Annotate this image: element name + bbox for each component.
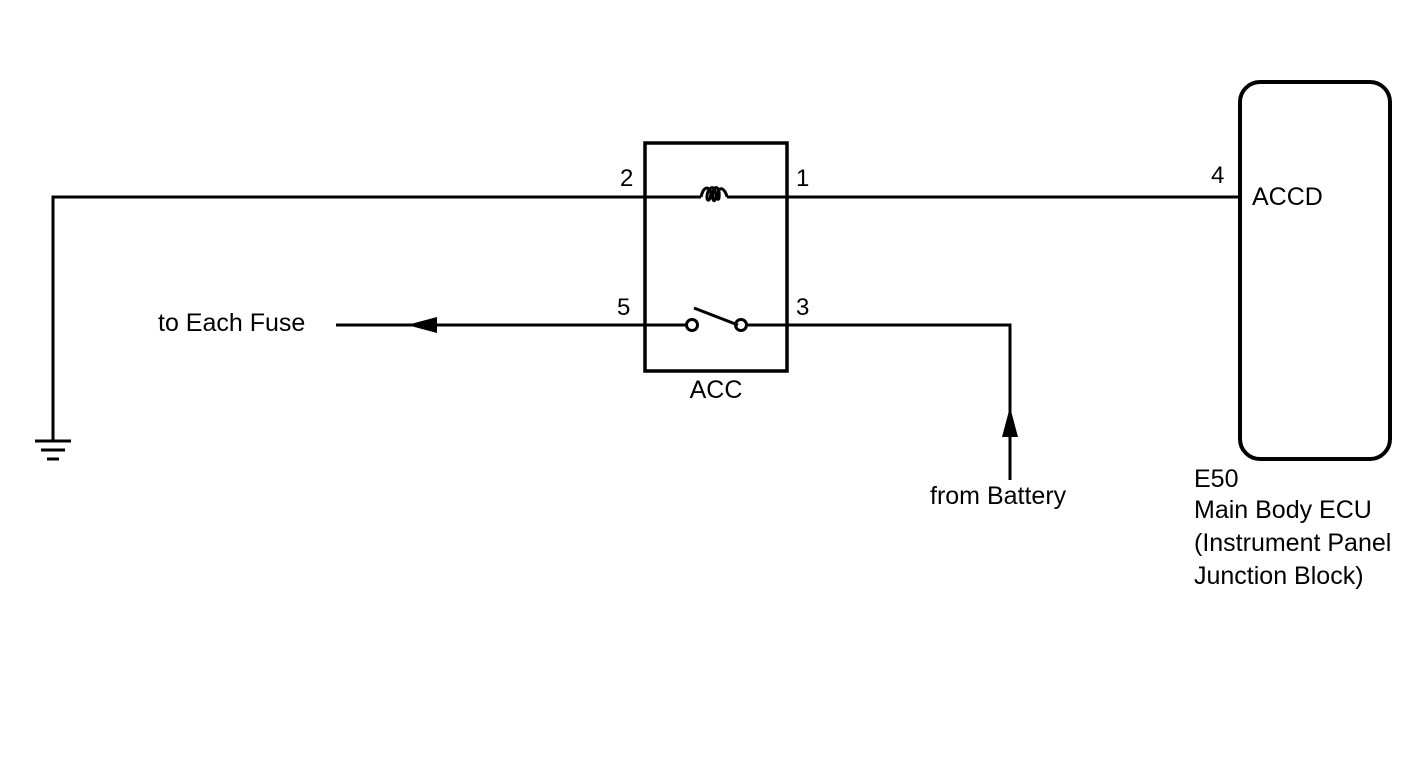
relay-pin-5: 5 xyxy=(617,294,630,321)
relay-box xyxy=(643,141,789,373)
ecu-name-line-3: Junction Block) xyxy=(1194,562,1364,590)
ecu-connector: E50 xyxy=(1194,465,1238,493)
relay-pin-1: 1 xyxy=(796,165,809,192)
to-fuse-arrow-icon xyxy=(407,317,437,333)
ecu-box xyxy=(1238,80,1392,461)
relay-name: ACC xyxy=(690,376,743,404)
ground-wire xyxy=(51,195,645,440)
ecu-name-line-1: Main Body ECU xyxy=(1194,496,1372,524)
to-fuse-label: to Each Fuse xyxy=(158,309,305,337)
ground-icon xyxy=(35,439,71,461)
ecu-terminal-name: ACCD xyxy=(1252,183,1323,211)
from-battery-wire xyxy=(787,323,1012,480)
relay-pin-2: 2 xyxy=(620,165,633,192)
from-battery-label: from Battery xyxy=(930,482,1067,510)
from-battery-arrow-icon xyxy=(1002,407,1018,437)
relay-switch-icon xyxy=(645,306,787,332)
ecu-name-line-2: (Instrument Panel xyxy=(1194,529,1391,557)
ecu-pin-4: 4 xyxy=(1211,162,1224,189)
relay-coil-icon xyxy=(645,186,787,203)
relay-pin-3: 3 xyxy=(796,294,809,321)
